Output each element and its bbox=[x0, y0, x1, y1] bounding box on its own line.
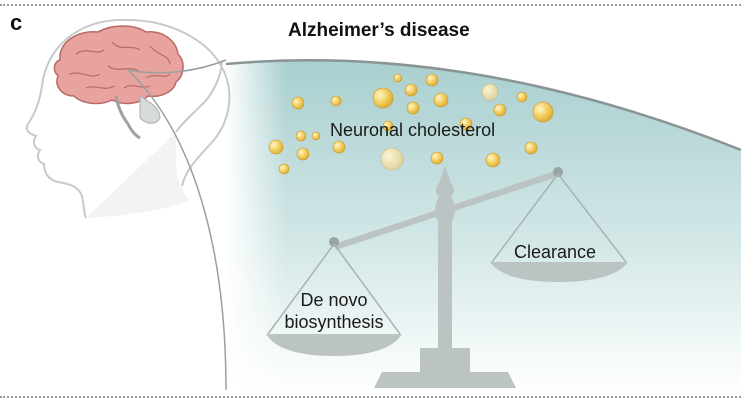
zoom-line-top bbox=[127, 59, 227, 74]
cholesterol-droplet bbox=[481, 83, 499, 101]
cholesterol-droplet bbox=[532, 101, 554, 123]
panel-letter: c bbox=[10, 10, 23, 35]
cholesterol-droplet bbox=[330, 95, 342, 107]
cholesterol-droplet bbox=[372, 87, 394, 109]
synthesis-label-line1: De novo bbox=[300, 290, 367, 310]
cholesterol-droplet bbox=[485, 152, 501, 168]
cholesterol-droplet bbox=[382, 120, 394, 132]
scale-icon bbox=[266, 166, 628, 388]
top-dotted-divider bbox=[0, 4, 741, 6]
cholesterol-droplet bbox=[268, 139, 284, 155]
panel-title: Alzheimer’s disease bbox=[288, 20, 470, 41]
cholesterol-droplet bbox=[516, 91, 528, 103]
cholesterol-droplet bbox=[430, 151, 444, 165]
cholesterol-label: Neuronal cholesterol bbox=[330, 120, 495, 140]
cholesterol-droplets bbox=[268, 73, 554, 175]
cholesterol-droplet bbox=[459, 117, 473, 131]
zoom-background-edge bbox=[225, 59, 741, 152]
cholesterol-droplet bbox=[295, 130, 307, 142]
cholesterol-droplet bbox=[332, 140, 346, 154]
cholesterol-droplet bbox=[278, 163, 290, 175]
brain-icon bbox=[53, 25, 184, 140]
cholesterol-droplet bbox=[296, 147, 310, 161]
zoom-line-bottom bbox=[127, 69, 227, 391]
cholesterol-droplet bbox=[524, 141, 538, 155]
cholesterol-droplet bbox=[493, 103, 507, 117]
bottom-dotted-divider bbox=[0, 396, 741, 398]
cholesterol-droplet bbox=[406, 101, 420, 115]
cholesterol-droplet bbox=[291, 96, 305, 110]
cholesterol-droplet bbox=[404, 83, 418, 97]
zoom-background bbox=[226, 60, 741, 393]
cholesterol-droplet bbox=[380, 147, 404, 171]
clearance-label: Clearance bbox=[514, 242, 596, 262]
cholesterol-droplet bbox=[311, 131, 321, 141]
synthesis-label-line2: biosynthesis bbox=[284, 312, 383, 332]
cholesterol-droplet bbox=[393, 73, 403, 83]
head-icon bbox=[25, 18, 231, 219]
cholesterol-droplet bbox=[433, 92, 449, 108]
cholesterol-droplet bbox=[425, 73, 439, 87]
